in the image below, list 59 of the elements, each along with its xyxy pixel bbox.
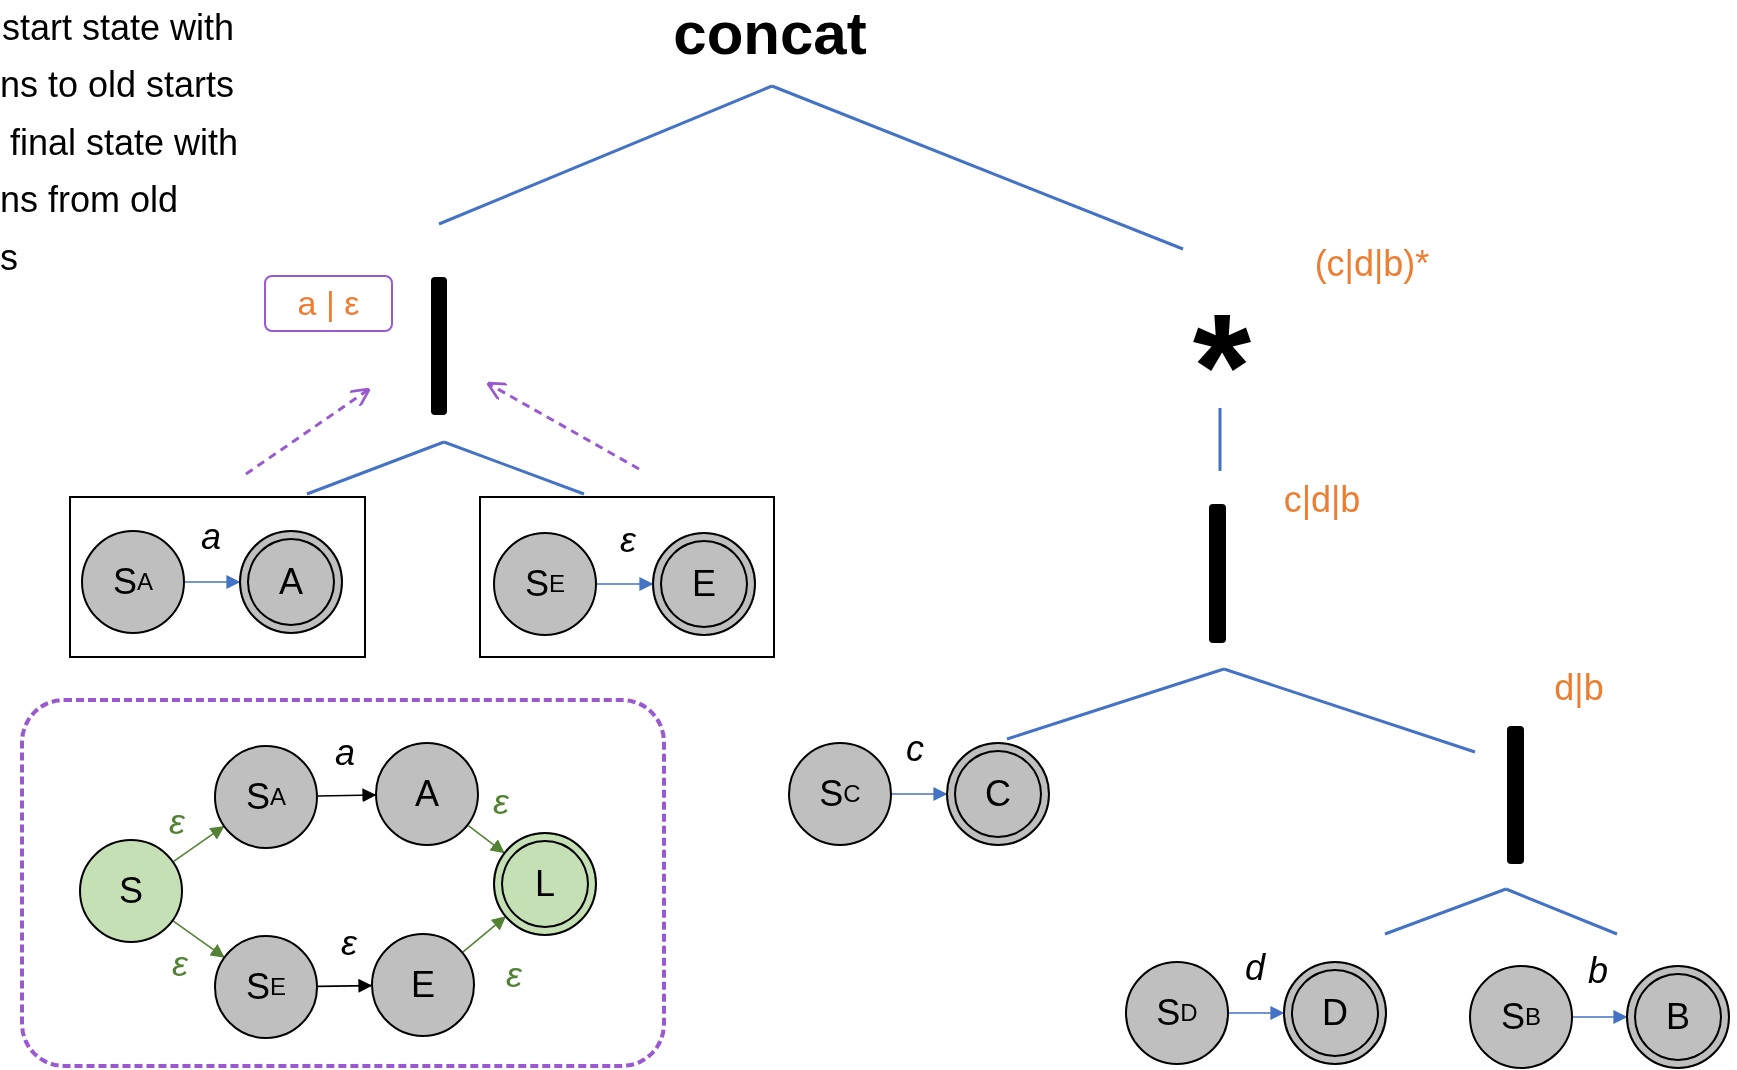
note-text: ns to old starts [0, 67, 235, 103]
transition-arrow [1572, 1010, 1628, 1024]
transition-arrow [317, 788, 377, 803]
edge-label: ε [172, 946, 188, 982]
edge-label: c [906, 731, 924, 767]
tree-line [1218, 408, 1222, 471]
note-text: ns from old [0, 182, 179, 218]
transition-arrow [172, 825, 225, 863]
tree-line [443, 440, 585, 496]
nfa-box [479, 496, 775, 658]
regex-label: (c|d|b)* [1314, 246, 1430, 282]
note-text: s [0, 240, 18, 276]
regex-label: d|b [1554, 670, 1604, 706]
tree-line [438, 84, 773, 226]
tree-line [1505, 887, 1618, 936]
note-text: final state with [10, 125, 239, 161]
operator-bar [1209, 504, 1226, 643]
edge-label: ε [620, 522, 636, 558]
state-circle: S [79, 839, 183, 943]
regex-box: a | ε [264, 275, 393, 332]
transition-arrow [1228, 1006, 1285, 1020]
accept-state-circle: L [493, 832, 597, 936]
tree-line [1223, 667, 1476, 754]
note-text: start state with [2, 10, 235, 46]
edge-label: a [335, 735, 355, 771]
accept-state-circle: D [1283, 961, 1387, 1065]
tree-line [1384, 887, 1507, 936]
edge-label: ε [506, 957, 522, 993]
tree-line [771, 84, 1184, 251]
transition-arrow [462, 916, 506, 953]
transition-arrow [596, 577, 654, 591]
tree-line [1006, 667, 1225, 741]
tree-line [306, 440, 445, 496]
star-operator: * [1172, 292, 1272, 402]
state-circle: E [371, 933, 475, 1037]
accept-state-circle: B [1626, 965, 1730, 1069]
edge-label: ε [341, 925, 357, 961]
transition-arrow [891, 787, 948, 801]
accept-state-circle: C [946, 742, 1050, 846]
transition-arrow [172, 920, 225, 958]
transition-arrow [317, 978, 373, 993]
dashed-group-box [20, 698, 666, 1068]
operator-bar [1507, 726, 1524, 864]
transition-arrow [467, 824, 505, 854]
operator-bar [431, 277, 447, 415]
arrow [486, 381, 640, 471]
transition-arrow [184, 575, 241, 589]
accept-state-circle: E [652, 532, 756, 636]
regex-label: c|d|b [1283, 482, 1361, 518]
edge-label: d [1245, 950, 1265, 986]
arrow [245, 387, 371, 476]
accept-state-circle: A [239, 530, 343, 634]
edge-label: ε [169, 804, 185, 840]
operator-label: concat [640, 0, 900, 66]
nfa-box [69, 496, 366, 658]
edge-label: b [1588, 953, 1608, 989]
edge-label: ε [493, 784, 509, 820]
edge-label: a [201, 519, 221, 555]
state-circle: A [375, 742, 479, 846]
